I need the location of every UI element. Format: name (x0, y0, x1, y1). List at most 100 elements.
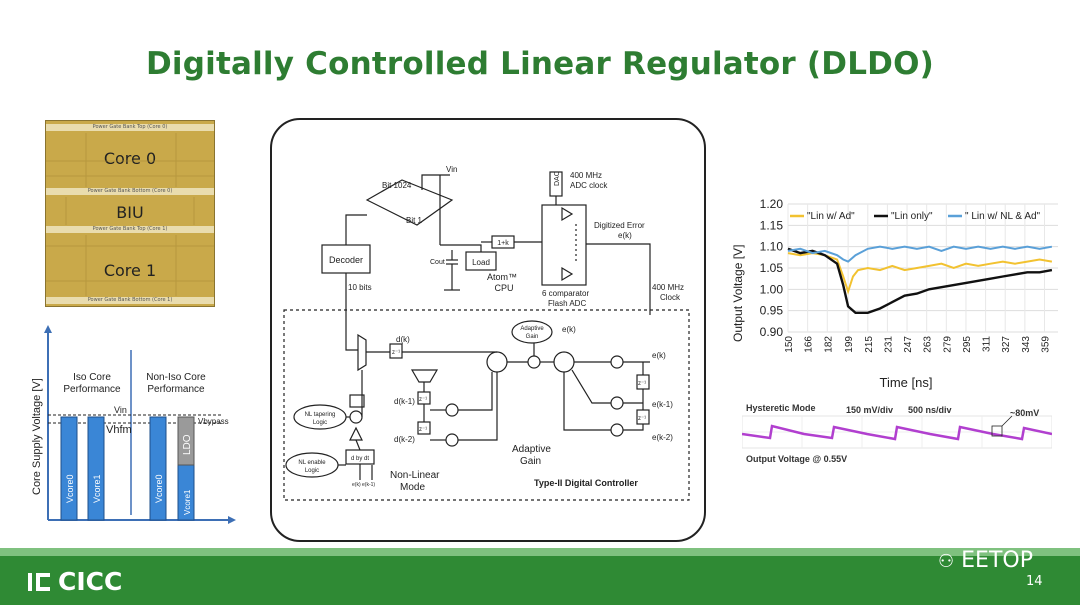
chart-ytick-label: 0.90 (760, 325, 784, 339)
ripple-pointer (1001, 415, 1013, 427)
vhfm-label: Vhfm (106, 424, 132, 436)
ek-right-label: e(k) (652, 351, 666, 360)
summer-right (553, 351, 575, 373)
chart-series-line (787, 247, 1053, 315)
noniso-vcore0-label: Vcore0 (154, 474, 164, 503)
voltage-diagram: Core Supply Voltage [V] Iso Core Perform… (31, 325, 236, 524)
chart-legend-label: "Lin w/ Ad" (807, 211, 855, 222)
nl-tapering-label-1: NL tapering (305, 412, 336, 418)
scope-mode-label: Hysteretic Mode (746, 403, 816, 413)
comparator-label-2: Flash ADC (548, 299, 586, 308)
scope-tdiv-label: 500 ns/div (908, 405, 952, 415)
chart-series-line (787, 245, 1053, 263)
noniso-label-2: Performance (147, 384, 205, 395)
controller-box (283, 309, 690, 501)
die-strip-mid1: Power Gate Bank Bottom (Core 0) (46, 188, 214, 195)
chart-ytick-label: 1.15 (760, 218, 784, 232)
footer-accent (0, 548, 1080, 556)
one-k-label: 1+k (497, 240, 509, 247)
chart-xtick-label: 199 (844, 336, 855, 353)
voltage-ylabel: Core Supply Voltage [V] (31, 378, 43, 495)
zinv-1-label: z⁻¹ (392, 350, 400, 356)
chart-ytick-label: 1.10 (760, 240, 784, 254)
mux (357, 333, 367, 372)
zinv-d1-label: z⁻¹ (419, 397, 427, 403)
nl-enable-label-1: NL enable (298, 460, 326, 466)
chart-xtick-label: 343 (1021, 336, 1032, 353)
footer-bar (0, 556, 1080, 605)
noniso-bar-core0 (149, 416, 167, 521)
chart-ytick-label: 0.95 (760, 304, 784, 318)
ldo-bar (177, 416, 195, 466)
chart-legend-label: " Lin w/ NL & Ad" (965, 211, 1041, 222)
dk-label: d(k) (396, 335, 410, 344)
footer-logo-text: CICC (58, 567, 123, 596)
slide-title: Digitally Controlled Linear Regulator (D… (145, 46, 935, 82)
iso-vcore0-label: Vcore0 (65, 474, 75, 503)
chart-xtick-label: 215 (864, 336, 875, 353)
scope-output-label: Output Voltage @ 0.55V (746, 454, 847, 464)
chart-grid (787, 203, 1058, 333)
ek2-right-label: e(k-2) (652, 433, 673, 442)
clock-label-1: 400 MHz (652, 283, 684, 292)
ek1-right-label: e(k-1) (652, 400, 673, 409)
zinv-1 (389, 343, 403, 359)
chart-xtick-label: 327 (1001, 336, 1012, 353)
adaptive-gain-box-label-2: Gain (526, 334, 539, 340)
nl-tapering-label-2: Logic (313, 420, 327, 426)
tap-mux (410, 369, 439, 383)
vin-label: Vin (114, 405, 127, 415)
chart-ytick-label: 1.00 (760, 282, 784, 296)
ek-ek1-label: e(k) e(k-1) (352, 482, 375, 488)
scope-svg: Hysteretic Mode 150 mV/div 500 ns/div ~8… (741, 403, 1053, 464)
adaptive-gain-ellipse (511, 320, 553, 344)
scope-ripple-label: ~80mV (1010, 408, 1039, 418)
footer-logo: CICC (28, 567, 122, 596)
mult-adaptive (527, 355, 541, 369)
zinv-e2-label: z⁻¹ (638, 416, 646, 422)
watermark-text: EETOP (961, 548, 1033, 573)
chart-ytick-label: 1.05 (760, 261, 784, 275)
ek-top-label: e(k) (562, 325, 576, 334)
noniso-label-1: Non-Iso Core (146, 372, 206, 383)
die-photo: Power Gate Bank Top (Core 0) Core 0 Powe… (45, 120, 215, 307)
iso-bar-core0 (60, 416, 78, 521)
dldo-block-diagram: Decoder Bit 1024 Bit 1 Vin 10 bits Cout … (270, 118, 706, 542)
scope-vdiv-label: 150 mV/div (846, 405, 893, 415)
bit1024-label: Bit 1024 (382, 181, 412, 190)
ripple-marker (991, 425, 1003, 437)
die-biu-label: BIU (116, 203, 144, 222)
adc-clock-label-2: ADC clock (570, 181, 608, 190)
adaptive-gain-box-label-1: Adaptive (520, 326, 544, 332)
chart-xtick-label: 182 (823, 336, 834, 353)
die-core1-label: Core 1 (103, 261, 157, 280)
chart-xtick-label: 166 (804, 336, 815, 353)
die-strip-top: Power Gate Bank Top (Core 0) (46, 124, 214, 131)
watermark-icon: ⚇ (938, 551, 955, 572)
summer-main (486, 351, 508, 373)
block-diagram-svg: Decoder Bit 1024 Bit 1 Vin 10 bits Cout … (283, 165, 690, 501)
chart-ylabel: Output Voltage [V] (731, 245, 745, 342)
comparator-label-1: 6 comparator (542, 289, 589, 298)
ldo-label: LDO (182, 434, 193, 455)
non-linear-label-1: Non-Linear (390, 470, 440, 481)
vbypass-label: Vbypass (198, 417, 229, 426)
chart-xlabel: Time [ns] (880, 375, 933, 390)
chart-xtick-label: 279 (942, 336, 953, 353)
cpu-label: CPU (494, 283, 513, 293)
cicc-logo-icon (28, 573, 50, 591)
chart-xtick-label: 231 (883, 336, 894, 353)
iso-vcore1-label: Vcore1 (92, 474, 102, 503)
chart-xtick-label: 295 (962, 336, 973, 353)
scope-waveform (741, 424, 1053, 441)
die-strip-bottom: Power Gate Bank Bottom (Core 1) (46, 297, 214, 304)
controller-label: Type-II Digital Controller (534, 478, 638, 488)
chart-xtick-label: 247 (903, 336, 914, 353)
iso-label-2: Performance (63, 384, 121, 395)
iso-label-1: Iso Core (73, 372, 111, 383)
chart-legend: "Lin w/ Ad""Lin only"" Lin w/ NL & Ad" (790, 211, 1041, 222)
dac-label: DAC (554, 171, 561, 186)
non-linear-label-2: Mode (400, 482, 425, 493)
